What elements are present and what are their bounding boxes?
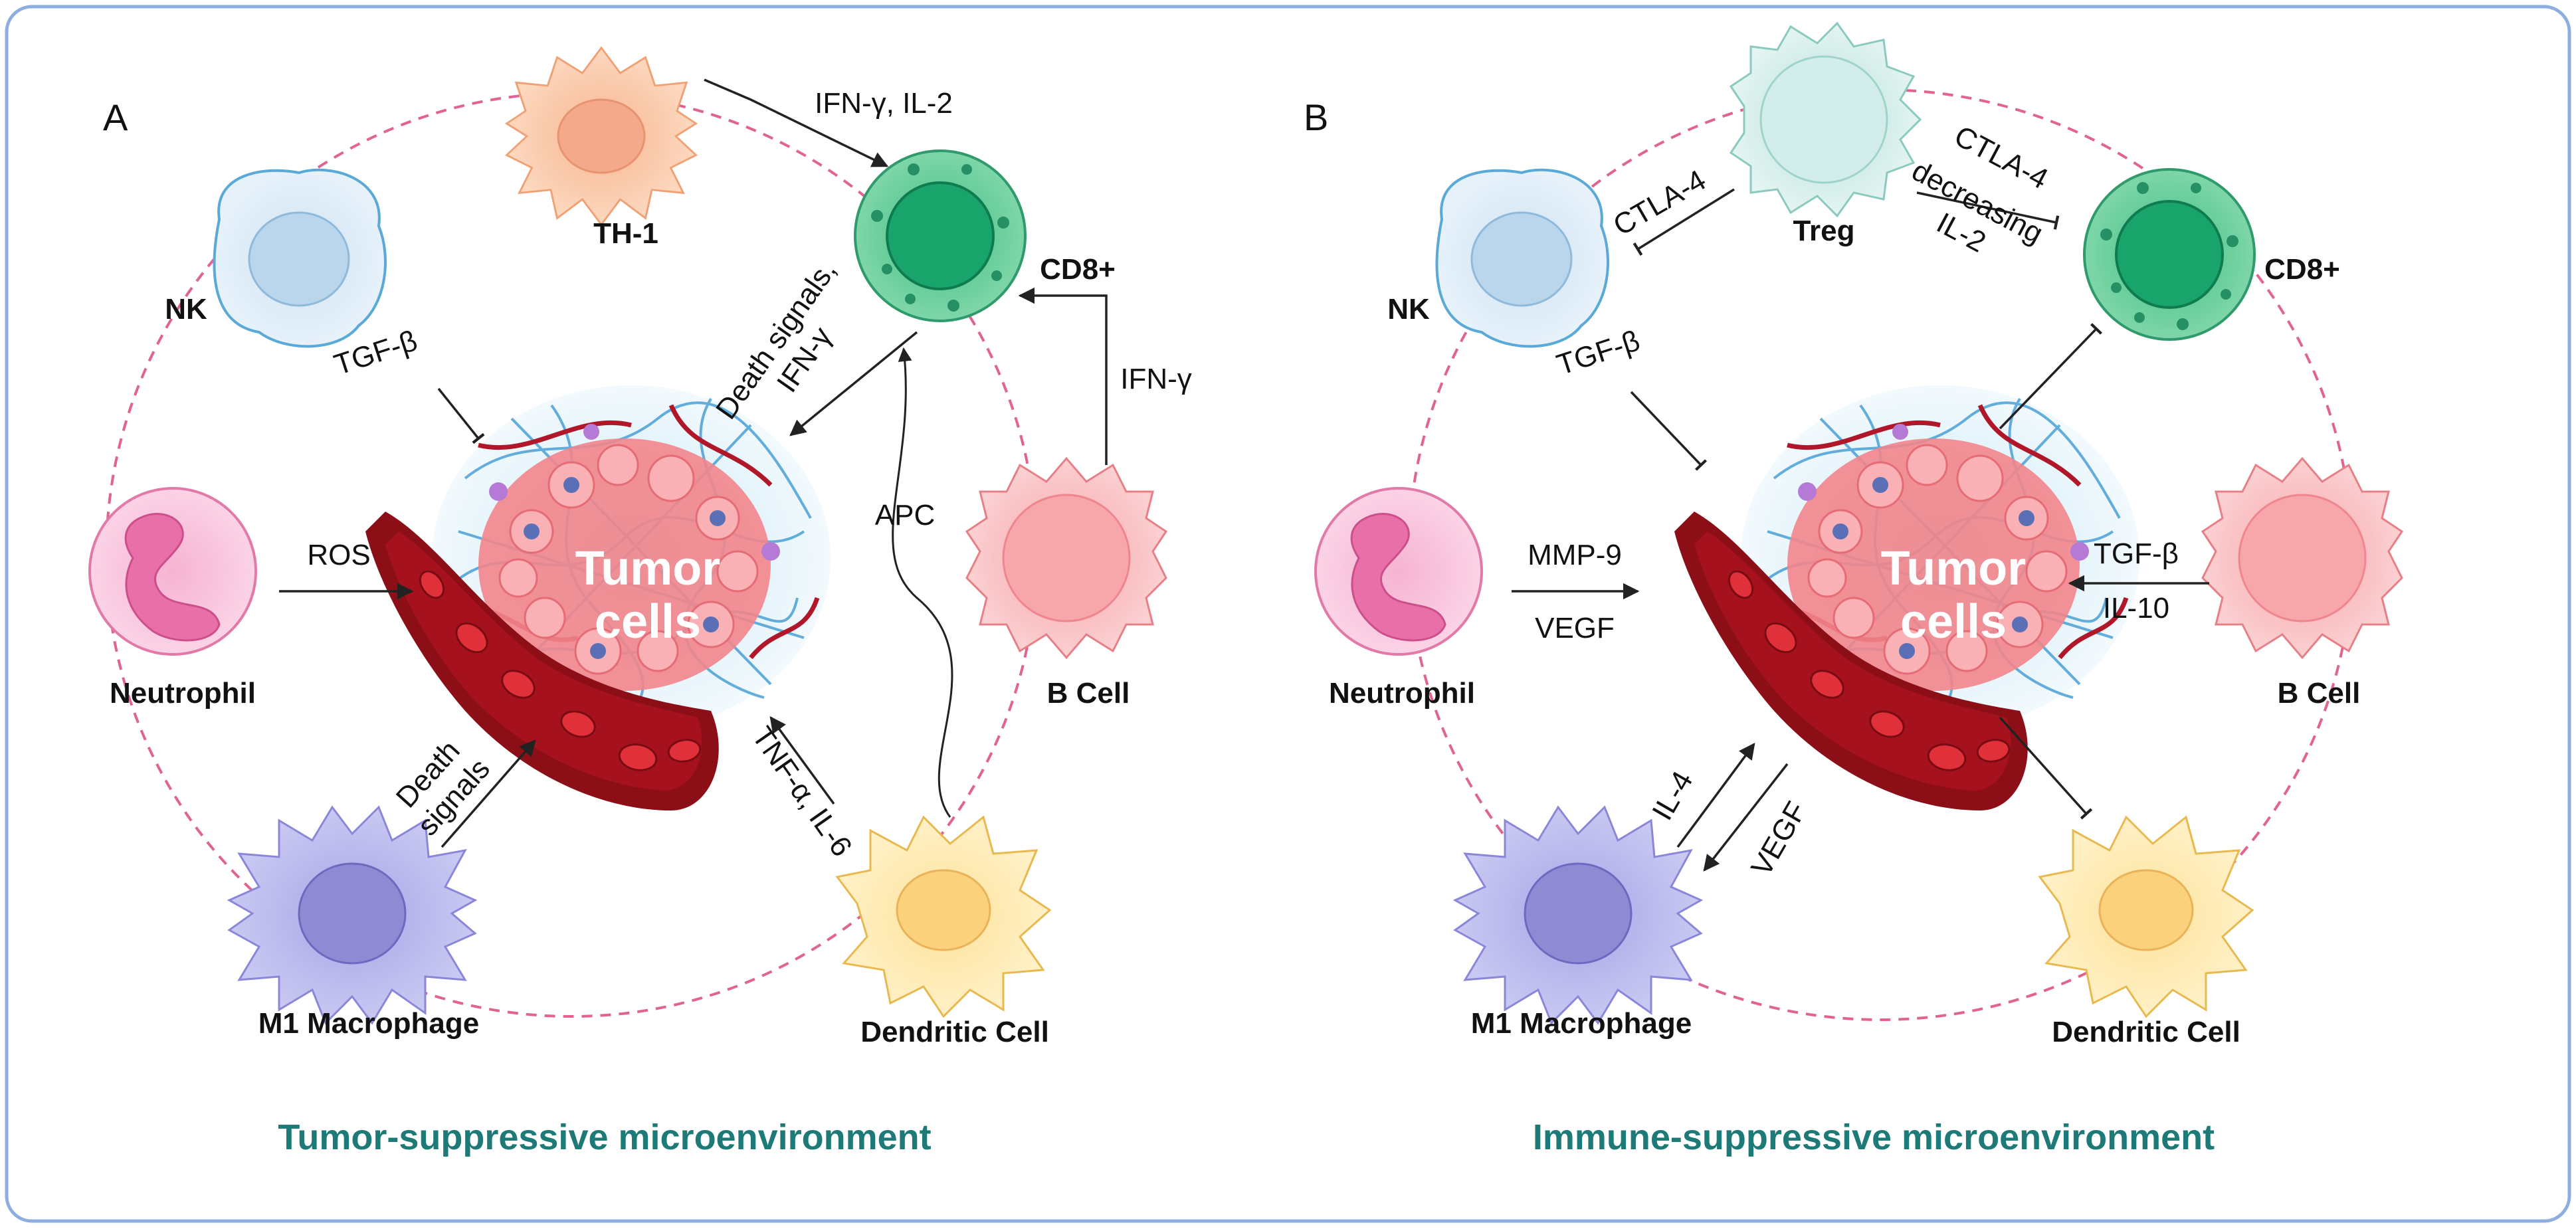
panel-a-arrow-cd8-tumor xyxy=(789,331,918,436)
panel-a-neutrophil-label: Neutrophil xyxy=(110,677,256,710)
panel-b-treg-cell xyxy=(1729,21,1922,218)
panel-b-tumor-label-2: cells xyxy=(1900,595,2007,648)
panel-a: A Tumor cells TH-1 CD8+ xyxy=(88,47,1192,1157)
panel-a-dendritic-label: Dendritic Cell xyxy=(860,1016,1049,1048)
panel-a-signal-ros: ROS xyxy=(307,539,370,571)
panel-a-neutrophil-cell xyxy=(88,487,257,656)
panel-a-signal-th1-cd8: IFN-γ, IL-2 xyxy=(815,87,953,120)
panel-b-cd8-label: CD8+ xyxy=(2264,253,2340,286)
panel-a-cd8-label: CD8+ xyxy=(1040,253,1116,286)
panel-b-neutrophil-label: Neutrophil xyxy=(1329,677,1475,710)
panel-a-m1-macrophage-cell xyxy=(227,805,478,1025)
panel-b-neutrophil-cell xyxy=(1314,487,1483,656)
panel-a-arrow-apc xyxy=(892,347,953,818)
panel-b-dendritic-cell xyxy=(2038,815,2254,1018)
panel-b-nk-label: NK xyxy=(1387,293,1430,326)
panel-b-dendritic-label: Dendritic Cell xyxy=(2052,1016,2240,1048)
panel-a-dendritic-cell xyxy=(835,815,1052,1018)
panel-b-nk-cell xyxy=(1435,168,1609,348)
panel-b-arrow-mac-vegf xyxy=(1703,763,1789,872)
panel-a-tumor-label-2: cells xyxy=(595,595,701,648)
panel-b-bcell-cell xyxy=(2201,456,2404,660)
panel-b-bcell-label: B Cell xyxy=(2278,677,2361,710)
panel-b-inhibit-treg-cd8 xyxy=(1916,191,2060,230)
panel-a-signal-bcell-cd8: IFN-γ xyxy=(1120,363,1192,395)
panel-b-inhibit-tumor-cd8 xyxy=(1999,323,2103,430)
panel-a-arrow-bcell-cd8 xyxy=(1018,287,1108,465)
panel-b-letter: B xyxy=(1304,96,1328,138)
panel-a-signal-apc: APC xyxy=(875,499,935,531)
panel-a-inhibit-nk xyxy=(437,387,485,444)
panel-b-treg-label: Treg xyxy=(1793,215,1855,247)
panel-a-m1-macrophage-label: M1 Macrophage xyxy=(258,1007,480,1040)
figure-border xyxy=(5,5,2571,1223)
panel-a-arrow-dendritic xyxy=(769,716,835,805)
panel-a-arrow-th1-cd8 xyxy=(704,78,889,167)
panel-a-nk-label: NK xyxy=(165,293,207,326)
panel-b-m1-macrophage-label: M1 Macrophage xyxy=(1471,1007,1692,1040)
panel-a-letter: A xyxy=(103,96,128,138)
panel-b-m1-macrophage-cell xyxy=(1452,805,1704,1025)
panel-b-caption: Immune-suppressive microenvironment xyxy=(1533,1117,2215,1157)
panel-b-signal-bcell-tgfb: TGF-β xyxy=(2094,537,2179,570)
panel-a-th1-cell xyxy=(506,47,697,226)
panel-a-arrow-macrophage xyxy=(441,739,536,848)
panel-b-signal-mmp9: MMP-9 xyxy=(1528,539,1622,571)
panel-b-inhibit-treg-nk xyxy=(1633,188,1735,256)
panel-b-inhibit-dendritic xyxy=(1999,716,2093,820)
panel-b-signal-neutrophil-vegf: VEGF xyxy=(1535,612,1615,644)
panel-a-bcell-cell xyxy=(965,456,1168,660)
panel-b-cd8-cell xyxy=(2083,168,2256,341)
panel-a-caption: Tumor-suppressive microenvironment xyxy=(278,1117,931,1157)
panel-a-cd8-cell xyxy=(854,149,1027,322)
panel-b-signal-bcell-il10: IL-10 xyxy=(2103,592,2169,624)
panel-b: B Tumor cells Treg CD8+ xyxy=(1304,21,2404,1157)
panel-a-tumor-label-1: Tumor xyxy=(575,542,721,595)
panel-a-th1-label: TH-1 xyxy=(593,217,658,250)
panel-b-inhibit-nk xyxy=(1630,391,1708,471)
panel-b-arrow-mac-il4 xyxy=(1676,743,1755,848)
panel-b-tumor-label-1: Tumor xyxy=(1881,542,2027,595)
panel-a-nk-cell xyxy=(213,168,387,348)
panel-a-bcell-label: B Cell xyxy=(1047,677,1130,710)
